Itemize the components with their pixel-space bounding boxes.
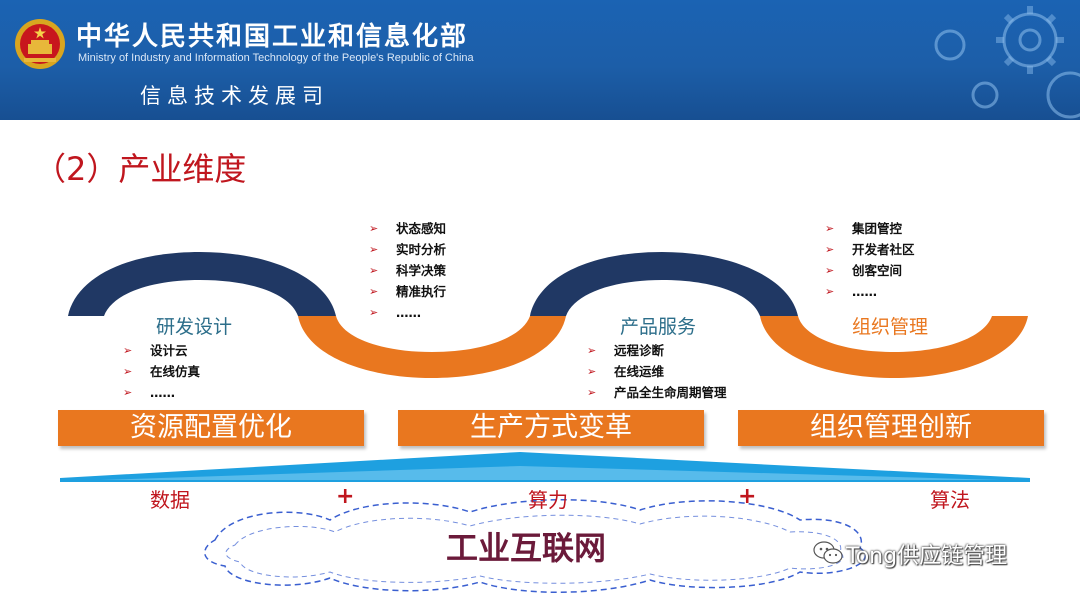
list-item: ➢科学决策	[366, 260, 446, 281]
base-data-label: 数据	[150, 488, 190, 512]
stage-bullets-service: ➢远程诊断 ➢在线运维 ➢产品全生命周期管理	[584, 340, 727, 403]
list-item: ➢开发者社区	[822, 239, 915, 260]
national-emblem-icon	[15, 19, 65, 69]
arrow-bullet-icon: ➢	[825, 222, 835, 235]
list-item: ➢在线仿真	[120, 361, 200, 382]
list-item: ➢集团管控	[822, 218, 915, 239]
arrow-bullet-icon: ➢	[825, 285, 835, 298]
list-item: ➢……	[120, 382, 200, 403]
arrow-bullet-icon: ➢	[825, 264, 835, 277]
list-item: ➢在线运维	[584, 361, 727, 382]
list-item: ➢产品全生命周期管理	[584, 382, 727, 403]
banner-organization-innovation: 组织管理创新	[738, 410, 1044, 446]
department-name: 信息技术发展司	[140, 84, 329, 108]
banner-production-transformation: 生产方式变革	[398, 410, 704, 446]
arrow-bullet-icon: ➢	[587, 344, 597, 357]
stage-label-organization: 组织管理	[852, 316, 929, 338]
plus-sign: +	[336, 484, 355, 509]
list-item: ➢状态感知	[366, 218, 446, 239]
base-algorithm-label: 算法	[930, 488, 970, 512]
arrow-bullet-icon: ➢	[587, 365, 597, 378]
ministry-name-cn: 中华人民共和国工业和信息化部	[76, 22, 469, 52]
stage-label-rd: 研发设计	[156, 316, 233, 338]
slide-title: （2）产业维度	[34, 150, 247, 188]
arrow-bullet-icon: ➢	[369, 222, 379, 235]
list-item: ➢创客空间	[822, 260, 915, 281]
banner-resource-optimization: 资源配置优化	[58, 410, 364, 446]
arrow-bullet-icon: ➢	[587, 386, 597, 399]
list-item: ➢设计云	[120, 340, 200, 361]
arrow-bullet-icon: ➢	[123, 386, 133, 399]
base-compute-label: 算力	[528, 488, 568, 512]
industrial-internet-label: 工业互联网	[446, 529, 607, 567]
ministry-name-en: Ministry of Industry and Information Tec…	[78, 52, 474, 64]
stage-label-service: 产品服务	[620, 316, 697, 338]
arrow-bullet-icon: ➢	[369, 243, 379, 256]
arrow-bullet-icon: ➢	[825, 243, 835, 256]
gear-decoration	[934, 6, 1080, 119]
cloud-outline	[204, 499, 867, 593]
stage-bullets-rd: ➢设计云 ➢在线仿真 ➢……	[120, 340, 200, 403]
list-item: ➢实时分析	[366, 239, 446, 260]
arrow-bullet-icon: ➢	[123, 365, 133, 378]
list-item: ➢精准执行	[366, 281, 446, 302]
watermark-text: Tong供应链管理	[846, 544, 1008, 569]
stage-bullets-manufacturing: ➢状态感知 ➢实时分析 ➢科学决策 ➢精准执行 ➢……	[366, 218, 446, 323]
list-item: ➢……	[822, 281, 915, 302]
arrow-bullet-icon: ➢	[123, 344, 133, 357]
plus-sign: +	[738, 484, 757, 509]
arrow-bullet-icon: ➢	[369, 285, 379, 298]
stage-bullets-organization: ➢集团管控 ➢开发者社区 ➢创客空间 ➢……	[822, 218, 915, 302]
wechat-icon	[813, 541, 843, 564]
list-item: ➢……	[366, 302, 446, 323]
list-item: ➢远程诊断	[584, 340, 727, 361]
arrow-bullet-icon: ➢	[369, 264, 379, 277]
arrow-bullet-icon: ➢	[369, 306, 379, 319]
stage-label-manufacturing: 生产制造	[388, 316, 465, 338]
header-banner: 中华人民共和国工业和信息化部 Ministry of Industry and …	[0, 0, 1080, 120]
